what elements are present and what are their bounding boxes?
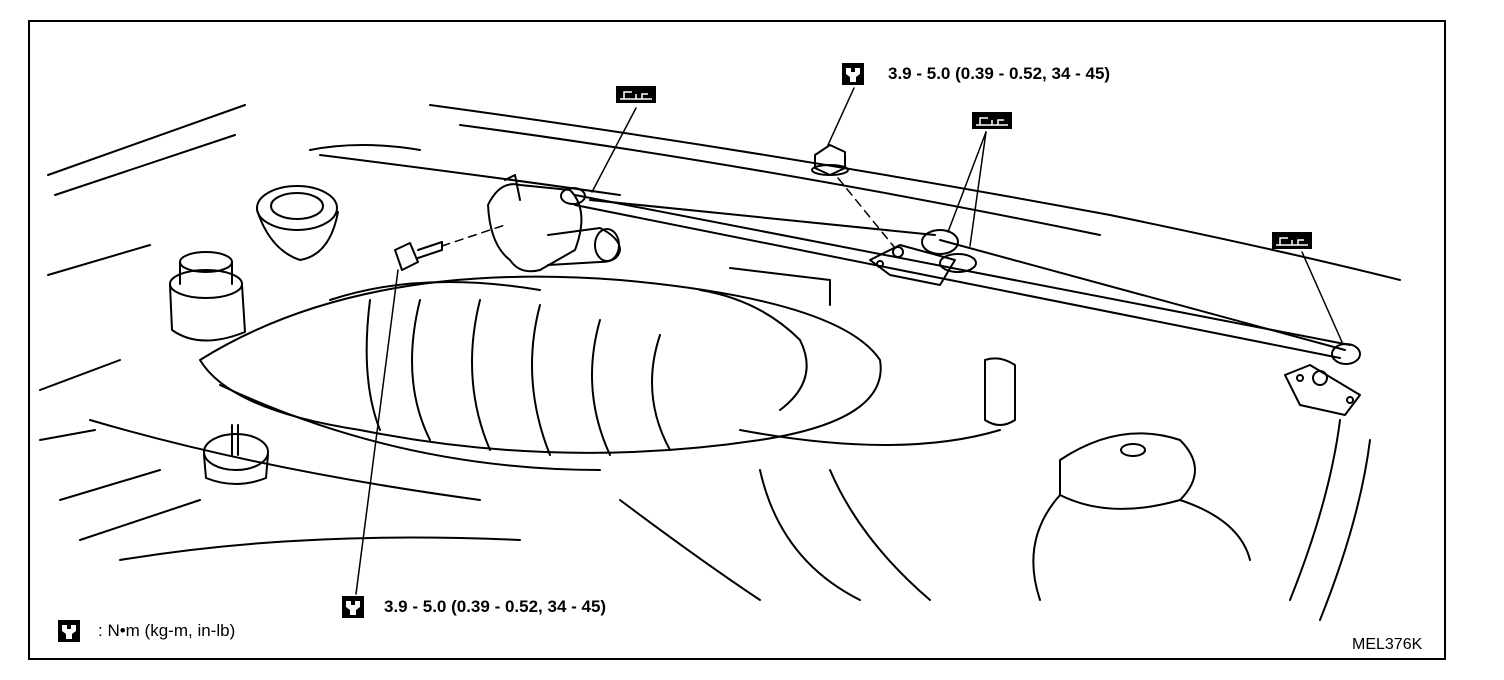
torque-callout-top: 3.9 - 5.0 (0.39 - 0.52, 34 - 45) [888,64,1111,83]
wiper-motor [487,174,621,273]
oil-filler-cap [203,424,269,485]
torque-wrench-icon [342,596,364,618]
wiper-linkage [574,194,1351,359]
center-pivot [869,229,977,286]
grease-point-icon [616,86,656,103]
figure-code: MEL376K [1352,636,1423,653]
leader-lines [355,87,1343,595]
left-fender-lines [39,104,246,541]
diagram-frame [28,20,1446,660]
grease-point-icon [1272,232,1312,249]
intake-plenum [199,275,882,471]
left-strut-tower [256,185,339,261]
right-strut-tower [984,357,1251,601]
pivot-nut [811,144,849,176]
installation-guides [441,177,896,249]
motor-bolt [394,241,443,271]
right-pivot [1284,343,1361,416]
right-fender-lines [1289,419,1371,621]
engine-cover-lines [89,267,1001,601]
grease-point-icon [972,112,1012,129]
cowl-top-panel [309,104,1401,281]
reservoir-cap [169,251,246,342]
torque-wrench-icon [58,620,80,642]
torque-units-legend: : N•m (kg-m, in-lb) [98,621,236,640]
torque-wrench-icon [842,63,864,85]
torque-callout-bottom: 3.9 - 5.0 (0.39 - 0.52, 34 - 45) [384,597,607,616]
